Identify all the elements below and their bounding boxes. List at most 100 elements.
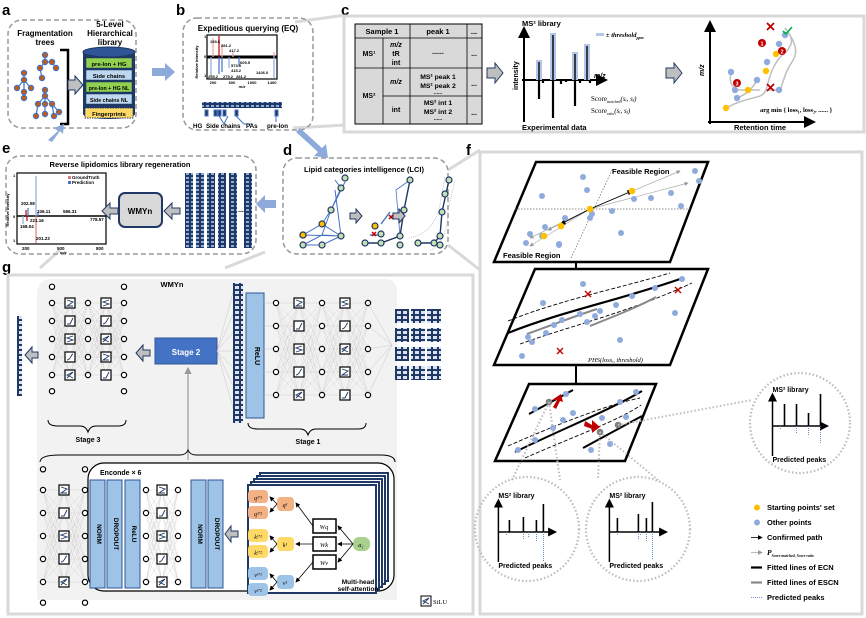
network-edge xyxy=(42,489,65,537)
network-edge xyxy=(275,302,300,373)
e-peak-label: 221.16 xyxy=(30,218,44,223)
legend-label: Other points xyxy=(767,518,812,527)
encoder-brace xyxy=(39,448,396,463)
network-edge xyxy=(367,344,393,396)
encoder-input-network xyxy=(39,466,89,606)
neuron-node xyxy=(48,335,56,343)
trees-title-1: Fragmentation xyxy=(17,29,73,38)
encoder-inner-network xyxy=(142,484,182,588)
network-edge xyxy=(145,489,163,583)
table-cell: int xyxy=(392,107,401,114)
b-xtick: 200 xyxy=(210,80,217,85)
attention-label-1: Multi-head xyxy=(342,579,375,586)
attention-label-2: self-attention xyxy=(338,586,379,593)
feasible-region-bottom: Feasible Region xyxy=(503,251,561,260)
silu-icon xyxy=(100,315,112,327)
norm-label: NORM xyxy=(196,524,203,544)
score-matched: Scorematched(sᵢ, sⱼ) xyxy=(591,95,637,104)
circle-predicted-label: Predicted peaks xyxy=(773,457,827,464)
b-xtick: 600 xyxy=(229,80,236,85)
other-point xyxy=(618,230,624,236)
neuron-node xyxy=(272,322,280,330)
stage3-label: Stage 3 xyxy=(76,437,101,444)
neuron-node xyxy=(174,509,182,517)
network-edge xyxy=(344,302,369,396)
silu-curve xyxy=(101,335,110,343)
norm-label: NORM xyxy=(95,524,102,544)
silu-curve xyxy=(59,578,68,586)
neuron-node xyxy=(174,486,182,494)
other-point xyxy=(592,313,598,319)
network-edge xyxy=(42,489,65,583)
stage1-input-features xyxy=(233,283,243,423)
other-point xyxy=(519,353,525,359)
silu-icon xyxy=(339,366,351,378)
k-head-2: k¹'² xyxy=(254,551,262,557)
circle-library-label: MS² library xyxy=(498,493,534,500)
legend-label: Fitted lines of ECN xyxy=(767,563,834,572)
relu-layer xyxy=(245,292,265,419)
b-xtick: 1000 xyxy=(248,80,258,85)
neuron-node xyxy=(81,555,89,563)
score-ratio: Scoreratio(sᵢ, sⱼ) xyxy=(591,107,631,116)
neuron-node xyxy=(84,299,92,307)
q-vector: q¹ xyxy=(283,503,288,509)
network-edge xyxy=(105,302,125,358)
other-point xyxy=(532,437,538,443)
panel-c: c Sample 1 peak 1 ... MS¹ m/z tR int ...… xyxy=(341,2,866,134)
panel-letter-b: b xyxy=(176,2,185,19)
other-point xyxy=(559,317,565,323)
sample-table xyxy=(354,23,483,125)
a1-input: a₁ xyxy=(358,542,364,549)
e-xtick: 200 xyxy=(22,246,30,251)
other-point xyxy=(560,417,566,423)
silu-curve xyxy=(294,345,304,353)
panel-d: d Lipid categories intelligence (LCI) xyxy=(282,142,456,255)
stage2-fanin xyxy=(216,284,236,416)
neuron-node xyxy=(84,335,92,343)
silu-curve xyxy=(66,353,74,361)
silu-curve xyxy=(340,299,350,307)
network-edge xyxy=(367,344,393,373)
confirmed-path-arrow xyxy=(560,208,591,225)
silu-curve xyxy=(159,509,166,517)
network-edge xyxy=(298,302,323,396)
neuron-node xyxy=(39,599,47,606)
other-point xyxy=(543,330,549,336)
b-peak-label: 573.5 xyxy=(231,63,242,68)
candidate-path-arrow xyxy=(589,181,689,210)
other-point xyxy=(692,168,698,174)
k-vector: k¹ xyxy=(283,543,288,549)
network-edge xyxy=(145,512,163,583)
panel-letter-a: a xyxy=(2,2,11,19)
encoder-layers xyxy=(89,479,224,589)
other-point xyxy=(584,187,590,193)
spectrum-library-label: MS² library xyxy=(522,19,562,28)
panel-a: a Fragmentation trees 5-Level Hierarchic… xyxy=(2,2,137,129)
wv-matrix: Wv xyxy=(320,560,328,567)
panel-f: f Feasible Region Feasible Region PHS(lo… xyxy=(466,142,864,616)
zoom-connector xyxy=(617,399,753,426)
network-edge xyxy=(69,338,89,376)
lci-graph-1 xyxy=(299,174,349,249)
neuron-node xyxy=(142,532,150,540)
spectrum-experimental-label: Experimental data xyxy=(522,123,587,132)
neuron-node xyxy=(272,345,280,353)
other-point xyxy=(532,406,538,412)
network-edge xyxy=(367,344,393,350)
e-peak-label: 586.31 xyxy=(63,209,77,214)
eq-title: Expeditious querying (EQ) xyxy=(198,24,299,33)
arrow-icon xyxy=(135,343,151,363)
neuron-node xyxy=(48,317,56,325)
network-edge xyxy=(63,512,86,583)
silu-curve xyxy=(59,532,69,540)
b-fingerprint-strip xyxy=(202,102,282,108)
spectrum-ylabel: intensity xyxy=(513,61,520,90)
network-edge xyxy=(367,302,393,346)
other-point xyxy=(562,215,568,221)
direction-arrow-icon xyxy=(584,420,600,433)
other-point xyxy=(633,389,639,395)
panel-a-frame xyxy=(7,19,137,129)
neuron-node xyxy=(120,283,128,290)
table-cell: m/z xyxy=(390,79,402,86)
